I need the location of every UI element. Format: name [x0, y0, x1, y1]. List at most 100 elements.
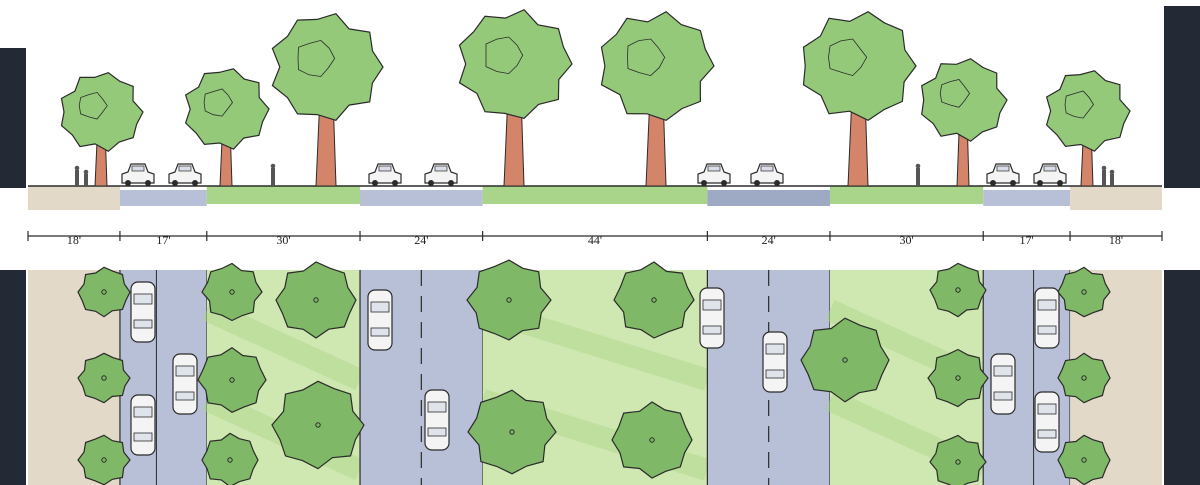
car-body — [121, 163, 155, 184]
car-rear-window — [702, 325, 722, 335]
buildings — [0, 6, 1200, 485]
person-body — [916, 168, 920, 186]
tree-trunk-dot — [101, 289, 107, 295]
car-wheel — [721, 180, 727, 186]
car-rear-window — [427, 427, 447, 437]
car-wheel — [1037, 180, 1043, 186]
car-windshield — [133, 293, 153, 305]
car-window — [1043, 165, 1057, 172]
tree-canopy — [802, 11, 917, 121]
car-icon — [1034, 391, 1060, 453]
car-icon — [172, 353, 198, 415]
car-icon — [750, 163, 784, 186]
tree-canopy-detail — [203, 88, 233, 117]
person-body — [84, 174, 88, 186]
dimension-line: 18'17'30'24'44'24'30'17'18' — [27, 231, 1163, 247]
car-windshield — [370, 301, 390, 313]
car-body — [172, 353, 198, 415]
car-icon — [368, 163, 402, 186]
section-segment-median — [829, 186, 984, 204]
tree-canopy — [271, 380, 365, 470]
tree-icon — [929, 434, 987, 485]
tree-trunk-dot — [955, 459, 961, 465]
car-icon — [1034, 287, 1060, 349]
car-wheel — [125, 180, 131, 186]
section-segment-sidewalk — [1070, 186, 1162, 210]
section-segment-street — [119, 190, 207, 206]
tree-icon — [77, 266, 131, 318]
dimension-label: 24' — [762, 233, 776, 247]
car-icon — [367, 289, 393, 351]
car-windshield — [427, 401, 447, 413]
car-wheel — [428, 180, 434, 186]
car-body — [130, 281, 156, 343]
dimension-label: 30' — [276, 233, 290, 247]
tree-canopy-detail — [1064, 90, 1094, 119]
tree-icon — [458, 8, 573, 187]
car-windshield — [175, 365, 195, 377]
tree-trunk-dot — [1081, 375, 1087, 381]
section-segment-street — [707, 190, 830, 206]
tree-icon — [271, 13, 384, 187]
car-body — [1034, 391, 1060, 453]
car-icon — [1033, 163, 1067, 186]
car-icon — [424, 163, 458, 186]
car-window — [434, 165, 448, 172]
tree-canopy-detail — [78, 91, 108, 120]
person-icon — [1109, 169, 1115, 186]
car-body — [699, 287, 725, 349]
section-people — [74, 163, 1115, 186]
section-trees — [60, 8, 1131, 187]
tree-canopy — [1057, 352, 1111, 404]
car-icon — [130, 394, 156, 456]
person-head — [83, 169, 89, 175]
dimension-label: 24' — [414, 233, 428, 247]
tree-trunk-dot — [229, 377, 235, 383]
tree-icon — [929, 262, 987, 318]
tree-icon — [466, 259, 552, 341]
car-window — [707, 165, 721, 172]
person-body — [271, 168, 275, 186]
car-rear-window — [175, 391, 195, 401]
car-rear-window — [370, 327, 390, 337]
tree-canopy — [611, 401, 693, 479]
car-body — [424, 389, 450, 451]
car-icon — [990, 353, 1016, 415]
person-body — [1102, 170, 1106, 186]
tree-icon — [1045, 70, 1131, 187]
car-window — [378, 165, 392, 172]
car-wheel — [145, 180, 151, 186]
tree-icon — [197, 346, 267, 413]
car-icon — [699, 287, 725, 349]
tree-canopy — [201, 262, 263, 322]
tree-icon — [921, 58, 1008, 187]
person-icon — [915, 163, 921, 186]
tree-trunk-dot — [315, 422, 321, 428]
tree-icon — [1057, 434, 1111, 485]
car-window — [760, 165, 774, 172]
section-ground — [28, 185, 1162, 210]
car-rear-window — [133, 432, 153, 442]
car-wheel — [1010, 180, 1016, 186]
car-body — [168, 163, 202, 184]
car-wheel — [774, 180, 780, 186]
car-icon — [168, 163, 202, 186]
tree-icon — [800, 317, 890, 403]
car-windshield — [765, 343, 785, 355]
tree-canopy — [800, 317, 890, 403]
section-segment-street — [983, 190, 1071, 206]
car-icon — [762, 331, 788, 393]
tree-trunk-dot — [229, 289, 235, 295]
tree-icon — [600, 10, 715, 187]
dimension-label: 18' — [67, 233, 81, 247]
tree-canopy — [1057, 434, 1111, 485]
car-body — [368, 163, 402, 184]
building-icon — [0, 270, 26, 485]
tree-trunk-dot — [227, 457, 233, 463]
tree-canopy — [77, 352, 131, 404]
tree-icon — [802, 11, 917, 187]
tree-icon — [77, 352, 131, 404]
tree-canopy — [467, 389, 557, 475]
car-rear-window — [993, 391, 1013, 401]
